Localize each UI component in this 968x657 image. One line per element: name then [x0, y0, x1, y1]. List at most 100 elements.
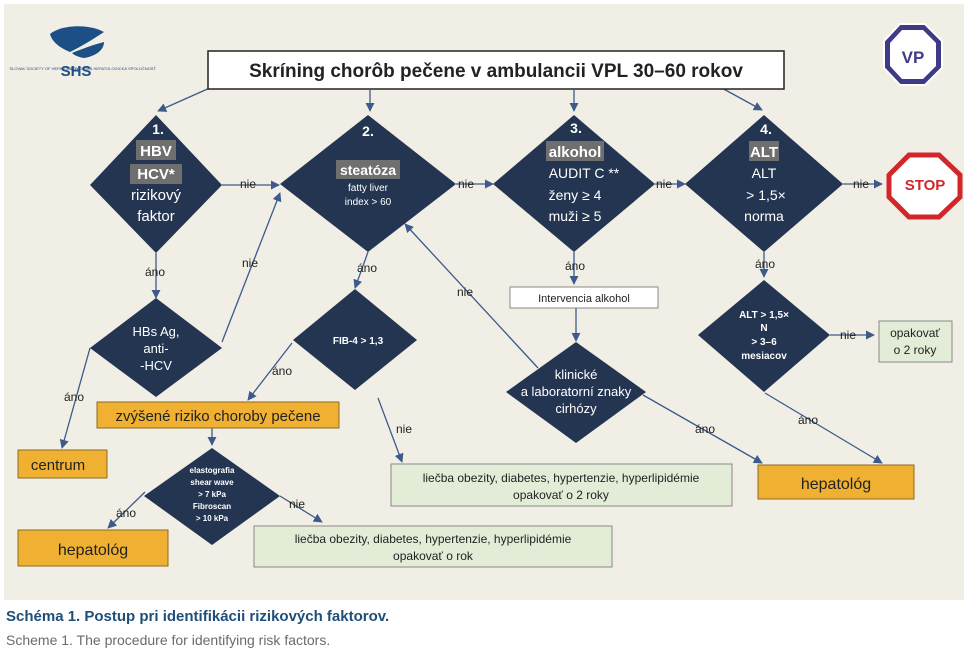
- edge-label-ano: áno: [145, 265, 165, 279]
- decision-alt: 4. ALT ALT > 1,5× norma: [685, 115, 843, 252]
- edge-label-nie: nie: [289, 497, 305, 511]
- label-alt-15n: ALT > 1,5×: [739, 310, 789, 321]
- box-liecba-2-roky: [390, 463, 733, 507]
- label-gt-15: > 1,5×: [746, 187, 786, 203]
- shs-logo: SHS SLOVAK SOCIETY OF HEPATOLOGY SLOVENS…: [10, 26, 156, 80]
- diagram-title: Skríning chorôb pečene v ambulancii VPL …: [249, 61, 743, 82]
- label-mesiacov: mesiacov: [741, 351, 787, 362]
- label-rizikovy: rizikový: [131, 187, 182, 204]
- highlight-bg: [546, 141, 604, 161]
- decision-steatoza: 2. steatóza fatty liver index > 60: [280, 115, 456, 252]
- edge-label-ano: áno: [798, 413, 818, 427]
- box-hepatolog-right-text: hepatológ: [801, 476, 871, 493]
- label-10kpa: > 10 kPa: [196, 514, 229, 523]
- label-zeny: ženy ≥ 4: [549, 187, 602, 203]
- label-hbv: HBV: [140, 143, 172, 160]
- edge-labels: nie nie nie nie áno nie áno nie áno áno …: [64, 177, 869, 520]
- label-alt: ALT: [752, 165, 777, 181]
- decision-fib4: FIB-4 > 1,3: [293, 289, 417, 390]
- decision-hbs: HBs Ag, anti- -HCV: [90, 298, 222, 397]
- box-opakovat-line1: opakovať: [890, 326, 940, 340]
- label-hbs: HBs Ag,: [133, 324, 180, 339]
- box-hepatolog-left-text: hepatológ: [58, 542, 128, 559]
- edge-label-nie: nie: [458, 177, 474, 191]
- shs-logo-right-text: SLOVENSKÁ HEPATOLOGICKÁ SPOLOČNOSŤ: [68, 66, 156, 71]
- label-audit: AUDIT C **: [549, 165, 620, 181]
- label-shear-wave: shear wave: [190, 478, 234, 487]
- box-liecba-rok: [253, 525, 613, 568]
- decision-alt-months: ALT > 1,5× N > 3–6 mesiacov: [698, 280, 830, 392]
- edge-label-nie: nie: [853, 177, 869, 191]
- label-index: index > 60: [345, 197, 392, 208]
- box-intervencia-text: Intervencia alkohol: [538, 293, 630, 305]
- box-opakovat: [878, 320, 953, 363]
- label-klinicke: klinické: [555, 367, 598, 382]
- box-liecba-rok-line1: liečba obezity, diabetes, hypertenzie, h…: [295, 532, 572, 546]
- box-opakovat-line2: o 2 roky: [894, 343, 937, 357]
- box-zvysene-riziko: [96, 401, 340, 429]
- label-elastografia: elastografia: [190, 466, 235, 475]
- label-3-6: > 3–6: [751, 337, 777, 348]
- decision-number: 4.: [760, 121, 772, 137]
- stop-sign: STOP: [886, 152, 963, 220]
- label-fib4: FIB-4 > 1,3: [333, 336, 384, 347]
- box-hepatolog-right: [757, 464, 915, 500]
- label-norma: norma: [744, 208, 784, 224]
- highlight-bg: [130, 164, 182, 184]
- label-muzi: muži ≥ 5: [549, 208, 602, 224]
- decision-elastografia: elastografia shear wave > 7 kPa Fibrosca…: [144, 448, 280, 545]
- panel-background: [4, 4, 964, 600]
- edge-label-ano: áno: [116, 506, 136, 520]
- box-liecba-rok-line2: opakovať o rok: [393, 549, 474, 563]
- box-hepatolog-left: [17, 529, 169, 567]
- label-hcv: HCV*: [137, 166, 175, 183]
- edge-label-nie: nie: [242, 256, 258, 270]
- edge-label-ano: áno: [272, 364, 292, 378]
- vp-logo-text: VP: [902, 48, 925, 67]
- label-alt-hl: ALT: [750, 144, 778, 161]
- decision-number: 1.: [152, 121, 164, 137]
- shs-logo-left-text: SLOVAK SOCIETY OF HEPATOLOGY: [10, 66, 79, 71]
- caption-subtitle: Scheme 1. The procedure for identifying …: [6, 632, 331, 648]
- decision-number: 3.: [570, 120, 582, 136]
- label-hcv2: -HCV: [140, 358, 172, 373]
- edge-label-ano: áno: [357, 261, 377, 275]
- edge-label-nie: nie: [396, 422, 412, 436]
- edge-label-ano: áno: [755, 257, 775, 271]
- label-cirhozy: cirhózy: [555, 401, 597, 416]
- label-fatty-liver: fatty liver: [348, 183, 389, 194]
- label-faktor: faktor: [137, 208, 175, 225]
- label-anti: anti-: [143, 341, 168, 356]
- connectors: [59, 86, 883, 529]
- label-7kpa: > 7 kPa: [198, 490, 226, 499]
- decision-alkohol: 3. alkohol AUDIT C ** ženy ≥ 4 muži ≥ 5: [493, 115, 655, 252]
- box-intervencia: [509, 286, 659, 309]
- edge-label-ano: áno: [64, 390, 84, 404]
- edge-label-nie: nie: [240, 177, 256, 191]
- edge-label-nie: nie: [840, 328, 856, 342]
- box-liecba-2-roky-line1: liečba obezity, diabetes, hypertenzie, h…: [423, 471, 700, 485]
- box-centrum-text: centrum: [31, 457, 85, 474]
- label-laboratorne: a laboratorní znaky: [521, 384, 632, 399]
- decision-hbv-hcv: 1. HBV HCV* rizikový faktor: [90, 115, 222, 253]
- edge-label-ano: áno: [695, 422, 715, 436]
- stop-text: STOP: [905, 177, 946, 194]
- highlight-bg: [749, 141, 779, 161]
- label-steatoza: steatóza: [340, 162, 396, 178]
- box-centrum: [17, 449, 108, 479]
- edge-label-nie: nie: [656, 177, 672, 191]
- box-liecba-2-roky-line2: opakovať o 2 roky: [513, 488, 609, 502]
- edge-label-nie: nie: [457, 285, 473, 299]
- title-box: [207, 50, 785, 90]
- decision-number: 2.: [362, 123, 374, 139]
- highlight-bg: [336, 160, 400, 179]
- label-fibroscan: Fibroscan: [193, 502, 231, 511]
- label-n: N: [760, 323, 767, 334]
- edge-label-ano: áno: [565, 259, 585, 273]
- caption-title: Schéma 1. Postup pri identifikácii rizik…: [6, 608, 390, 625]
- highlight-bg: [136, 140, 176, 160]
- label-alkohol: alkohol: [549, 144, 602, 161]
- shs-logo-text: SHS: [61, 63, 92, 80]
